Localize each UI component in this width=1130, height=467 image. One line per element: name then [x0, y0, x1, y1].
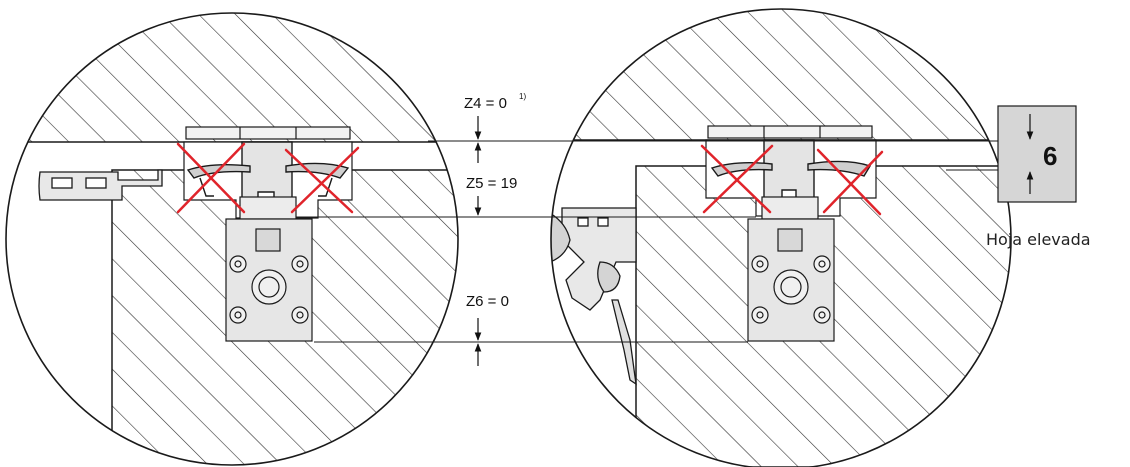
dimension-z4-footnote: 1) [519, 92, 526, 101]
reference-lines [296, 140, 1032, 343]
cross-mark [822, 150, 884, 214]
dimension-z4: Z4 = 0 1) [464, 92, 526, 140]
dimension-z6: Z6 = 0 [466, 293, 509, 366]
cross-mark [176, 142, 246, 214]
dimension-z5: Z5 = 19 [466, 142, 517, 216]
cross-mark [816, 148, 882, 216]
left-rejection-marks [176, 142, 360, 214]
side-extrusion [38, 169, 163, 201]
dimension-z4-label: Z4 = 0 [464, 95, 507, 112]
lift-height-value: 6 [1043, 141, 1057, 171]
left-detail-view [5, 12, 459, 466]
top-plate [185, 126, 351, 140]
lift-height-badge: 6 [997, 105, 1077, 203]
right-detail-view [550, 8, 1012, 467]
top-plate [707, 125, 873, 139]
right-rejection-marks [700, 144, 884, 216]
cross-mark [700, 144, 772, 214]
caption-raised-sash: Hoja elevada [986, 230, 1091, 249]
dimension-z5-label: Z5 = 19 [466, 175, 517, 192]
cross-mark [284, 148, 354, 214]
seal-profile [551, 207, 637, 386]
upper-frame-section [6, 13, 458, 143]
roller-block [747, 196, 835, 342]
roller-block [225, 196, 313, 342]
guide-profile [710, 139, 872, 206]
cross-mark [702, 144, 774, 214]
dimension-z6-label: Z6 = 0 [466, 293, 509, 310]
upper-frame-section [551, 9, 1011, 141]
cross-mark [290, 146, 360, 214]
